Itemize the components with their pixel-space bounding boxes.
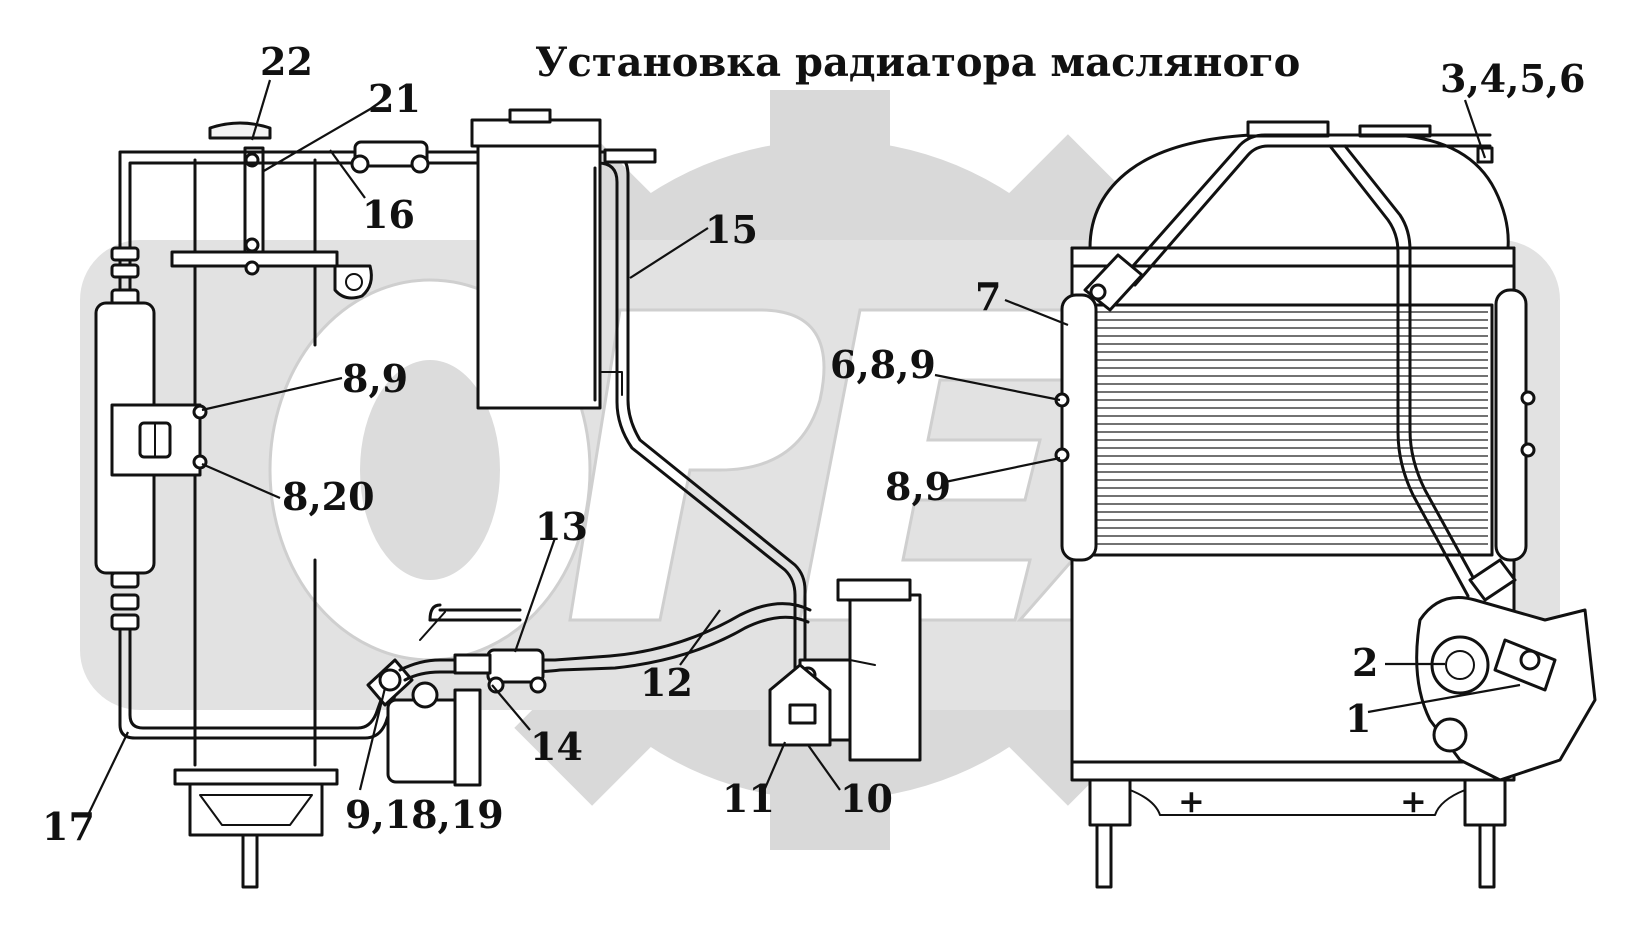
callout-15: 15 [705,207,758,252]
callout-9-18-19: 9,18,19 [345,792,504,837]
callout-13: 13 [535,504,588,549]
callout-12: 12 [640,660,693,705]
plus-mark-right: + [1400,782,1427,820]
callout-11: 11 [722,776,775,821]
callout-8-20: 8,20 [282,474,375,519]
callout-3-4-5-6: 3,4,5,6 [1440,56,1585,101]
leader-lines [87,79,1521,816]
left-view [94,108,922,889]
callout-16: 16 [362,192,415,237]
radiator-top-tank [1088,133,1510,250]
callout-labels: 22 21 16 15 3,4,5,6 7 6,8,9 8,9 8,9 8,20… [42,39,1585,849]
plus-mark-left: + [1178,782,1205,820]
callout-22: 22 [260,39,313,84]
callout-14: 14 [530,724,583,769]
right-view: + + [1054,120,1597,889]
diagram-title: Установка радиатора масляного [535,39,1300,86]
callout-6-8-9: 6,8,9 [830,342,936,387]
callout-21: 21 [368,76,421,121]
left-foot [1088,778,1132,827]
callout-2: 2 [1352,640,1378,685]
pipe-union-16 [353,140,429,168]
expansion-tank [476,144,602,410]
left-side-tank [1060,293,1098,562]
filler-cap [208,121,272,140]
callout-1: 1 [1345,696,1371,741]
radiator-core [1088,303,1494,557]
callout-10: 10 [840,776,893,821]
radiator-base [173,768,339,786]
callout-7: 7 [975,274,1001,319]
callout-8-9-left: 8,9 [342,356,408,401]
callout-8-9-right: 8,9 [885,464,951,509]
right-foot [1463,778,1507,827]
valve-block [848,593,922,762]
right-side-tank [1494,288,1528,562]
callout-17: 17 [42,804,95,849]
